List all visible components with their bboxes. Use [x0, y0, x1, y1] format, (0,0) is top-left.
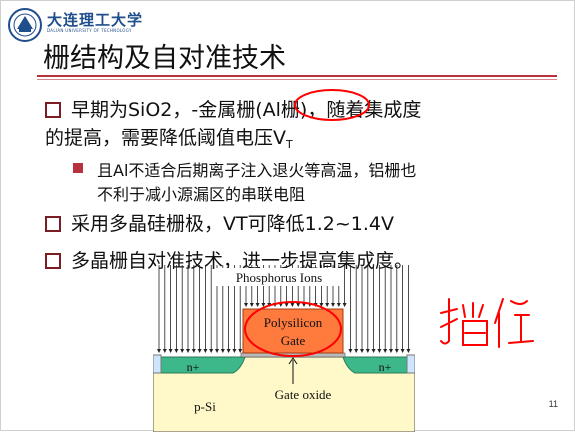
- n-plus-right-label: n+: [379, 360, 392, 374]
- bullet-3-text: 采用多晶硅栅极，VT可降低1.2~1.4V: [71, 213, 394, 235]
- ion-arrowhead-icon: [307, 303, 312, 307]
- ion-arrowhead-icon: [244, 303, 248, 307]
- ion-arrowhead-icon: [191, 349, 196, 353]
- ion-arrowhead-icon: [383, 349, 388, 353]
- title-rule: [37, 75, 557, 77]
- gate-label-line-2: Gate: [281, 333, 306, 348]
- ion-arrowhead-icon: [261, 303, 266, 307]
- ion-arrowhead-icon: [226, 349, 231, 353]
- ions-label-bg: [215, 268, 343, 286]
- ion-arrowhead-icon: [296, 303, 301, 307]
- ion-arrowhead-icon: [365, 349, 370, 353]
- ion-arrowhead-icon: [336, 303, 341, 307]
- bullet-box-icon: [45, 216, 61, 232]
- university-logo-icon: [8, 8, 42, 42]
- ion-arrowhead-icon: [238, 349, 243, 353]
- n-plus-right-region: [342, 356, 408, 374]
- ion-arrowhead-icon: [354, 349, 359, 353]
- sub-bullet-line-1: 且Al不适合后期离子注入退火等高温，铝栅也: [97, 161, 417, 180]
- bullet-box-icon: [45, 102, 61, 118]
- ion-arrowhead-icon: [249, 303, 254, 307]
- oxide-right-edge: [406, 354, 415, 374]
- ion-arrowhead-icon: [162, 349, 167, 353]
- bullet-box-icon: [45, 253, 61, 269]
- n-plus-left-region: [160, 356, 246, 374]
- handwritten-note: [440, 298, 534, 348]
- sub-bullet-line-2: 不利于减小源漏区的串联电阻: [97, 185, 306, 204]
- p-si-label: p-Si: [194, 399, 216, 414]
- vt-subscript: T: [286, 138, 293, 151]
- page-number: 11: [548, 399, 558, 409]
- slide-title: 栅结构及自对准技术: [43, 43, 286, 74]
- ion-arrowhead-icon: [377, 349, 382, 353]
- gate-oxide-label: Gate oxide: [275, 387, 332, 402]
- ion-arrowhead-icon: [325, 303, 330, 307]
- school-name-en: DALIAN UNIVERSITY OF TECHNOLOGY: [47, 28, 132, 33]
- ion-arrowhead-icon: [348, 349, 353, 353]
- school-name-cn: 大连理工大学: [47, 11, 144, 29]
- ions-label: Phosphorus Ions: [236, 270, 322, 285]
- ion-arrowhead-icon: [174, 349, 179, 353]
- ion-arrowhead-icon: [203, 349, 208, 353]
- ion-arrowhead-icon: [273, 303, 277, 307]
- ion-arrowhead-icon: [232, 349, 237, 353]
- ion-arrowhead-icon: [220, 349, 225, 353]
- ion-arrowhead-icon: [319, 303, 324, 307]
- ion-arrowhead-icon: [284, 303, 289, 307]
- ion-arrowhead-icon: [168, 349, 173, 353]
- ion-arrowhead-icon: [180, 349, 185, 353]
- bullet-1-line-2: 的提高，需要降低阈值电压VT: [45, 123, 293, 151]
- ion-arrowhead-icon: [215, 349, 219, 353]
- ion-arrowhead-icon: [255, 303, 260, 307]
- ion-arrowhead-icon: [406, 349, 411, 353]
- bullet-1-line-1: 早期为SiO2，-金属栅(Al栅)，随着集成度: [71, 99, 422, 121]
- ion-arrowhead-icon: [400, 349, 405, 353]
- ion-arrowhead-icon: [197, 349, 202, 353]
- bullet-1-line-2-text: 的提高，需要降低阈值电压V: [45, 127, 286, 149]
- ion-arrowhead-icon: [157, 349, 161, 353]
- title-rule-thin: [37, 79, 557, 80]
- pointer-arrowhead-icon: [288, 357, 298, 365]
- ion-arrowhead-icon: [302, 303, 306, 307]
- ion-arrowhead-icon: [186, 349, 190, 353]
- oxide-left-edge: [153, 354, 162, 374]
- self-aligned-gate-diagram: Phosphorus Ions Polysilicon Gate n+ n+ G…: [153, 265, 415, 432]
- gate-label-line-1: Polysilicon: [264, 315, 323, 330]
- ion-arrowhead-icon: [290, 303, 295, 307]
- ion-arrowhead-icon: [342, 303, 347, 307]
- ion-arrowhead-icon: [331, 303, 335, 307]
- ion-arrowhead-icon: [313, 303, 318, 307]
- ion-arrowhead-icon: [209, 349, 214, 353]
- sub-bullet-square-icon: [73, 163, 83, 173]
- ion-arrowhead-icon: [371, 349, 376, 353]
- gate-oxide-layer: [240, 352, 346, 358]
- ion-arrowhead-icon: [267, 303, 272, 307]
- ion-arrowhead-icon: [389, 349, 393, 353]
- ion-arrowhead-icon: [278, 303, 283, 307]
- ion-arrowhead-icon: [360, 349, 364, 353]
- n-plus-left-label: n+: [187, 360, 200, 374]
- ion-arrowhead-icon: [394, 349, 399, 353]
